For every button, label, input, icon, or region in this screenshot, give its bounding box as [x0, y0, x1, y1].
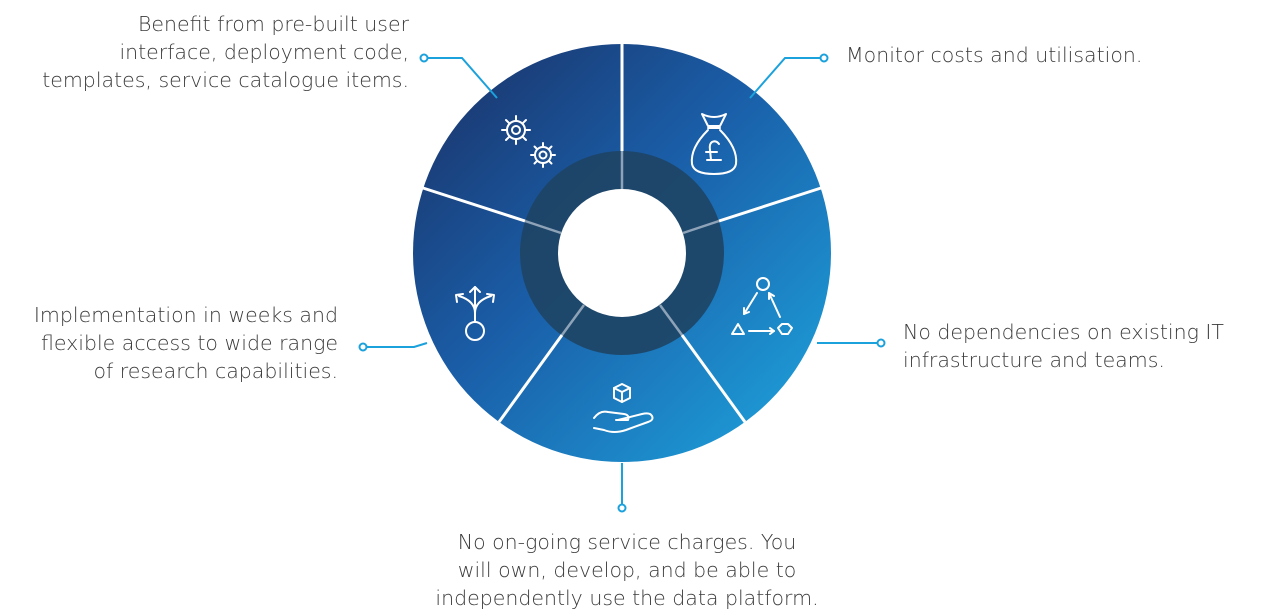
connectors [366, 57, 878, 505]
label-line: interface, deployment code, [119, 40, 409, 64]
branching-arrows-icon [455, 286, 495, 341]
label-no-dependencies: No dependencies on existing IT infrastru… [903, 318, 1224, 374]
label-line: flexible access to wide range [40, 331, 338, 355]
label-line: No dependencies on existing IT [903, 320, 1224, 344]
label-line: of research capabilities. [93, 359, 338, 383]
label-line: Implementation in weeks and [33, 303, 338, 327]
label-no-service-charges: No on-going service charges. You will ow… [417, 528, 837, 612]
label-line: will own, develop, and be able to [457, 558, 797, 582]
inner-dividers [524, 151, 720, 336]
label-monitor-costs: Monitor costs and utilisation. [846, 41, 1142, 69]
label-line: templates, service catalogue items. [42, 68, 409, 92]
label-line: independently use the data platform. [435, 586, 819, 610]
connector-dots [358, 53, 886, 513]
label-line: No on-going service charges. You [457, 530, 797, 554]
label-line: infrastructure and teams. [903, 348, 1165, 372]
label-prebuilt-ui: Benefit from pre-built user interface, d… [42, 10, 409, 94]
workflow-shapes-icon [731, 277, 793, 335]
hand-holding-box-icon [593, 383, 654, 433]
label-line: Benefit from pre-built user [138, 12, 409, 36]
money-bag-pound-icon [690, 113, 738, 175]
gears-icon [501, 115, 556, 168]
segment-dividers [422, 44, 822, 423]
label-implementation-weeks: Implementation in weeks and flexible acc… [34, 301, 338, 385]
label-line: Monitor costs and utilisation. [846, 43, 1143, 67]
center-hole [558, 189, 686, 317]
